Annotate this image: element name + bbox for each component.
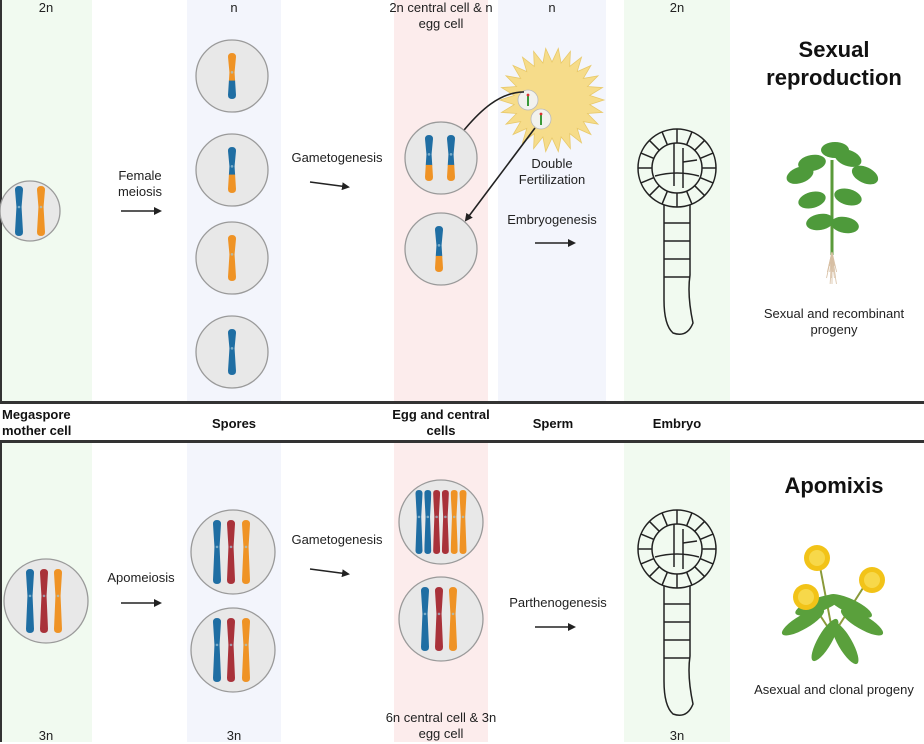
embryo-sexual-icon [638,129,716,334]
chromosome [228,235,236,282]
arrow-gametogenesis-apomixis [310,569,348,574]
chromosome [425,135,433,182]
cell-spore-4 [196,316,268,388]
cell-spore-2 [196,134,268,206]
cell-spore-1 [196,40,268,112]
tomato-plant-icon [784,142,881,284]
cell-egg-apomixis [399,577,483,661]
cell-egg-sexual [405,213,477,285]
chromosome [447,135,455,182]
chromosome [228,329,236,376]
cell-central-sexual [405,122,477,194]
pollen-grain-icon [500,48,604,151]
arrow-sperm-to-egg-cell [466,128,535,220]
chromosome [228,147,236,194]
chromosome [37,186,45,237]
chromosome [435,226,443,273]
chromosome [15,186,23,237]
cell-megaspore-mother-sexual [0,181,60,241]
cell-megaspore-mother-apomixis [4,559,88,643]
chromosome [228,53,236,100]
cell-central-apomixis [399,480,483,564]
cell-spore-apomixis-2 [191,608,275,692]
sperm-cell-1 [518,90,538,110]
embryo-apomixis-icon [638,510,716,715]
arrow-gametogenesis-sexual [310,182,348,187]
sperm-cell-2 [531,109,551,129]
cell-spore-apomixis-1 [191,510,275,594]
dandelion-plant-icon [779,545,887,667]
pollen-body [500,48,604,151]
cell-spore-3 [196,222,268,294]
